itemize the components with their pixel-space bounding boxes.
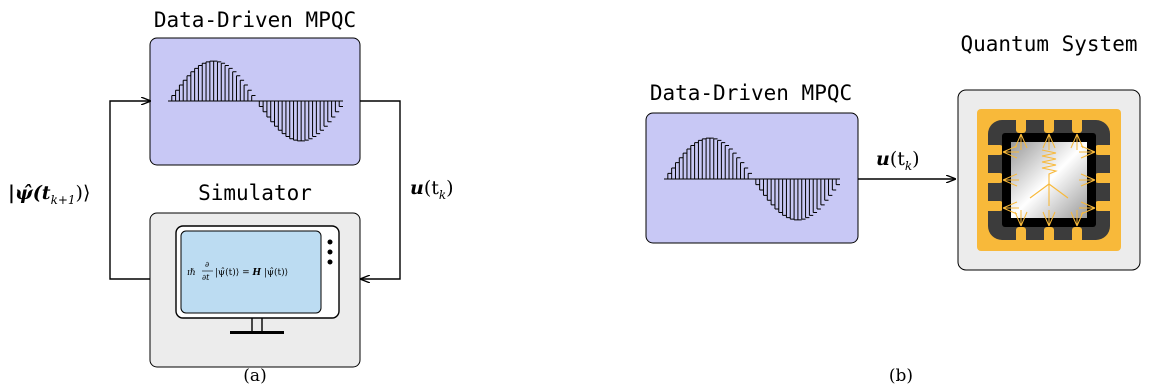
chip-ray bbox=[1002, 179, 1018, 187]
chip-pin bbox=[1016, 113, 1026, 133]
svg-text:ıℏ: ıℏ bbox=[187, 268, 196, 278]
chip-pin bbox=[983, 201, 1003, 211]
mpqc-title-a: Data-Driven MPQC bbox=[154, 8, 356, 32]
chip-ray bbox=[1080, 179, 1096, 187]
chip-pin bbox=[1095, 145, 1115, 155]
quantum-chip-icon bbox=[977, 109, 1121, 251]
sine-wave-a bbox=[168, 60, 343, 142]
chip-ray bbox=[1048, 133, 1056, 149]
chip-ray bbox=[1014, 211, 1022, 227]
sine-stems bbox=[168, 60, 343, 142]
chip-ray bbox=[1080, 207, 1096, 215]
chip-pin bbox=[983, 145, 1003, 155]
chip-ray bbox=[1048, 211, 1056, 227]
control-label-b: u(tk) bbox=[876, 148, 920, 173]
caption-b: (b) bbox=[889, 366, 913, 385]
control-arrow-a bbox=[360, 100, 401, 279]
chip-ray bbox=[1042, 133, 1050, 149]
caption-a: (a) bbox=[243, 366, 266, 385]
chip-ray bbox=[1070, 133, 1078, 149]
chip-pin bbox=[1095, 173, 1115, 183]
panel-a: Data-Driven MPQC Simulator ıℏ ∂ ∂t |ψ̂(t… bbox=[8, 8, 454, 385]
svg-text:|ψ̂(t)⟩ = H |ψ̂(t)⟩: |ψ̂(t)⟩ = H |ψ̂(t)⟩ bbox=[215, 267, 288, 278]
chip-ray bbox=[1002, 173, 1018, 181]
monitor-icon bbox=[175, 225, 340, 334]
chip-pin bbox=[983, 173, 1003, 183]
chip-pin bbox=[1072, 113, 1082, 133]
quantum-system-title: Quantum System bbox=[960, 32, 1137, 56]
chip-pin bbox=[1095, 201, 1115, 211]
chip-ray bbox=[1014, 133, 1022, 149]
chip-ray bbox=[1002, 145, 1018, 153]
chip-ray bbox=[1080, 151, 1096, 159]
chip-ray bbox=[1080, 201, 1096, 209]
chip-pin bbox=[1044, 227, 1054, 247]
feedback-arrow bbox=[109, 101, 150, 280]
svg-text:∂: ∂ bbox=[205, 260, 209, 269]
chip-ray bbox=[1042, 211, 1050, 227]
chip-ray bbox=[1002, 207, 1018, 215]
chip-ray bbox=[1076, 211, 1084, 227]
chip-pin bbox=[1072, 227, 1082, 247]
simulator-title: Simulator bbox=[198, 181, 312, 205]
chip-ray bbox=[1076, 133, 1084, 149]
control-label-a: u(tk) bbox=[410, 177, 454, 202]
feedback-label: |ψ̂(tk+1)⟩ bbox=[8, 182, 90, 207]
chip-pin bbox=[1044, 113, 1054, 133]
chip-ray bbox=[1020, 211, 1028, 227]
svg-text:∂t: ∂t bbox=[202, 273, 210, 282]
schrodinger-equation: ıℏ ∂ ∂t |ψ̂(t)⟩ = H |ψ̂(t)⟩ bbox=[187, 260, 288, 282]
mpqc-title-b: Data-Driven MPQC bbox=[650, 81, 852, 105]
mpqc-box-b bbox=[645, 112, 859, 244]
chip-ray bbox=[1002, 201, 1018, 209]
chip-pin bbox=[1016, 227, 1026, 247]
sine-wave-b bbox=[664, 137, 840, 221]
chip-ray bbox=[1020, 133, 1028, 149]
chip-ray bbox=[1080, 173, 1096, 181]
sine-stems bbox=[664, 137, 840, 221]
chip-ray bbox=[1070, 211, 1078, 227]
chip-ray bbox=[1002, 151, 1018, 159]
chip-ray bbox=[1080, 145, 1096, 153]
panel-b: Data-Driven MPQC u(tk) Quantum System (b… bbox=[645, 32, 1141, 385]
